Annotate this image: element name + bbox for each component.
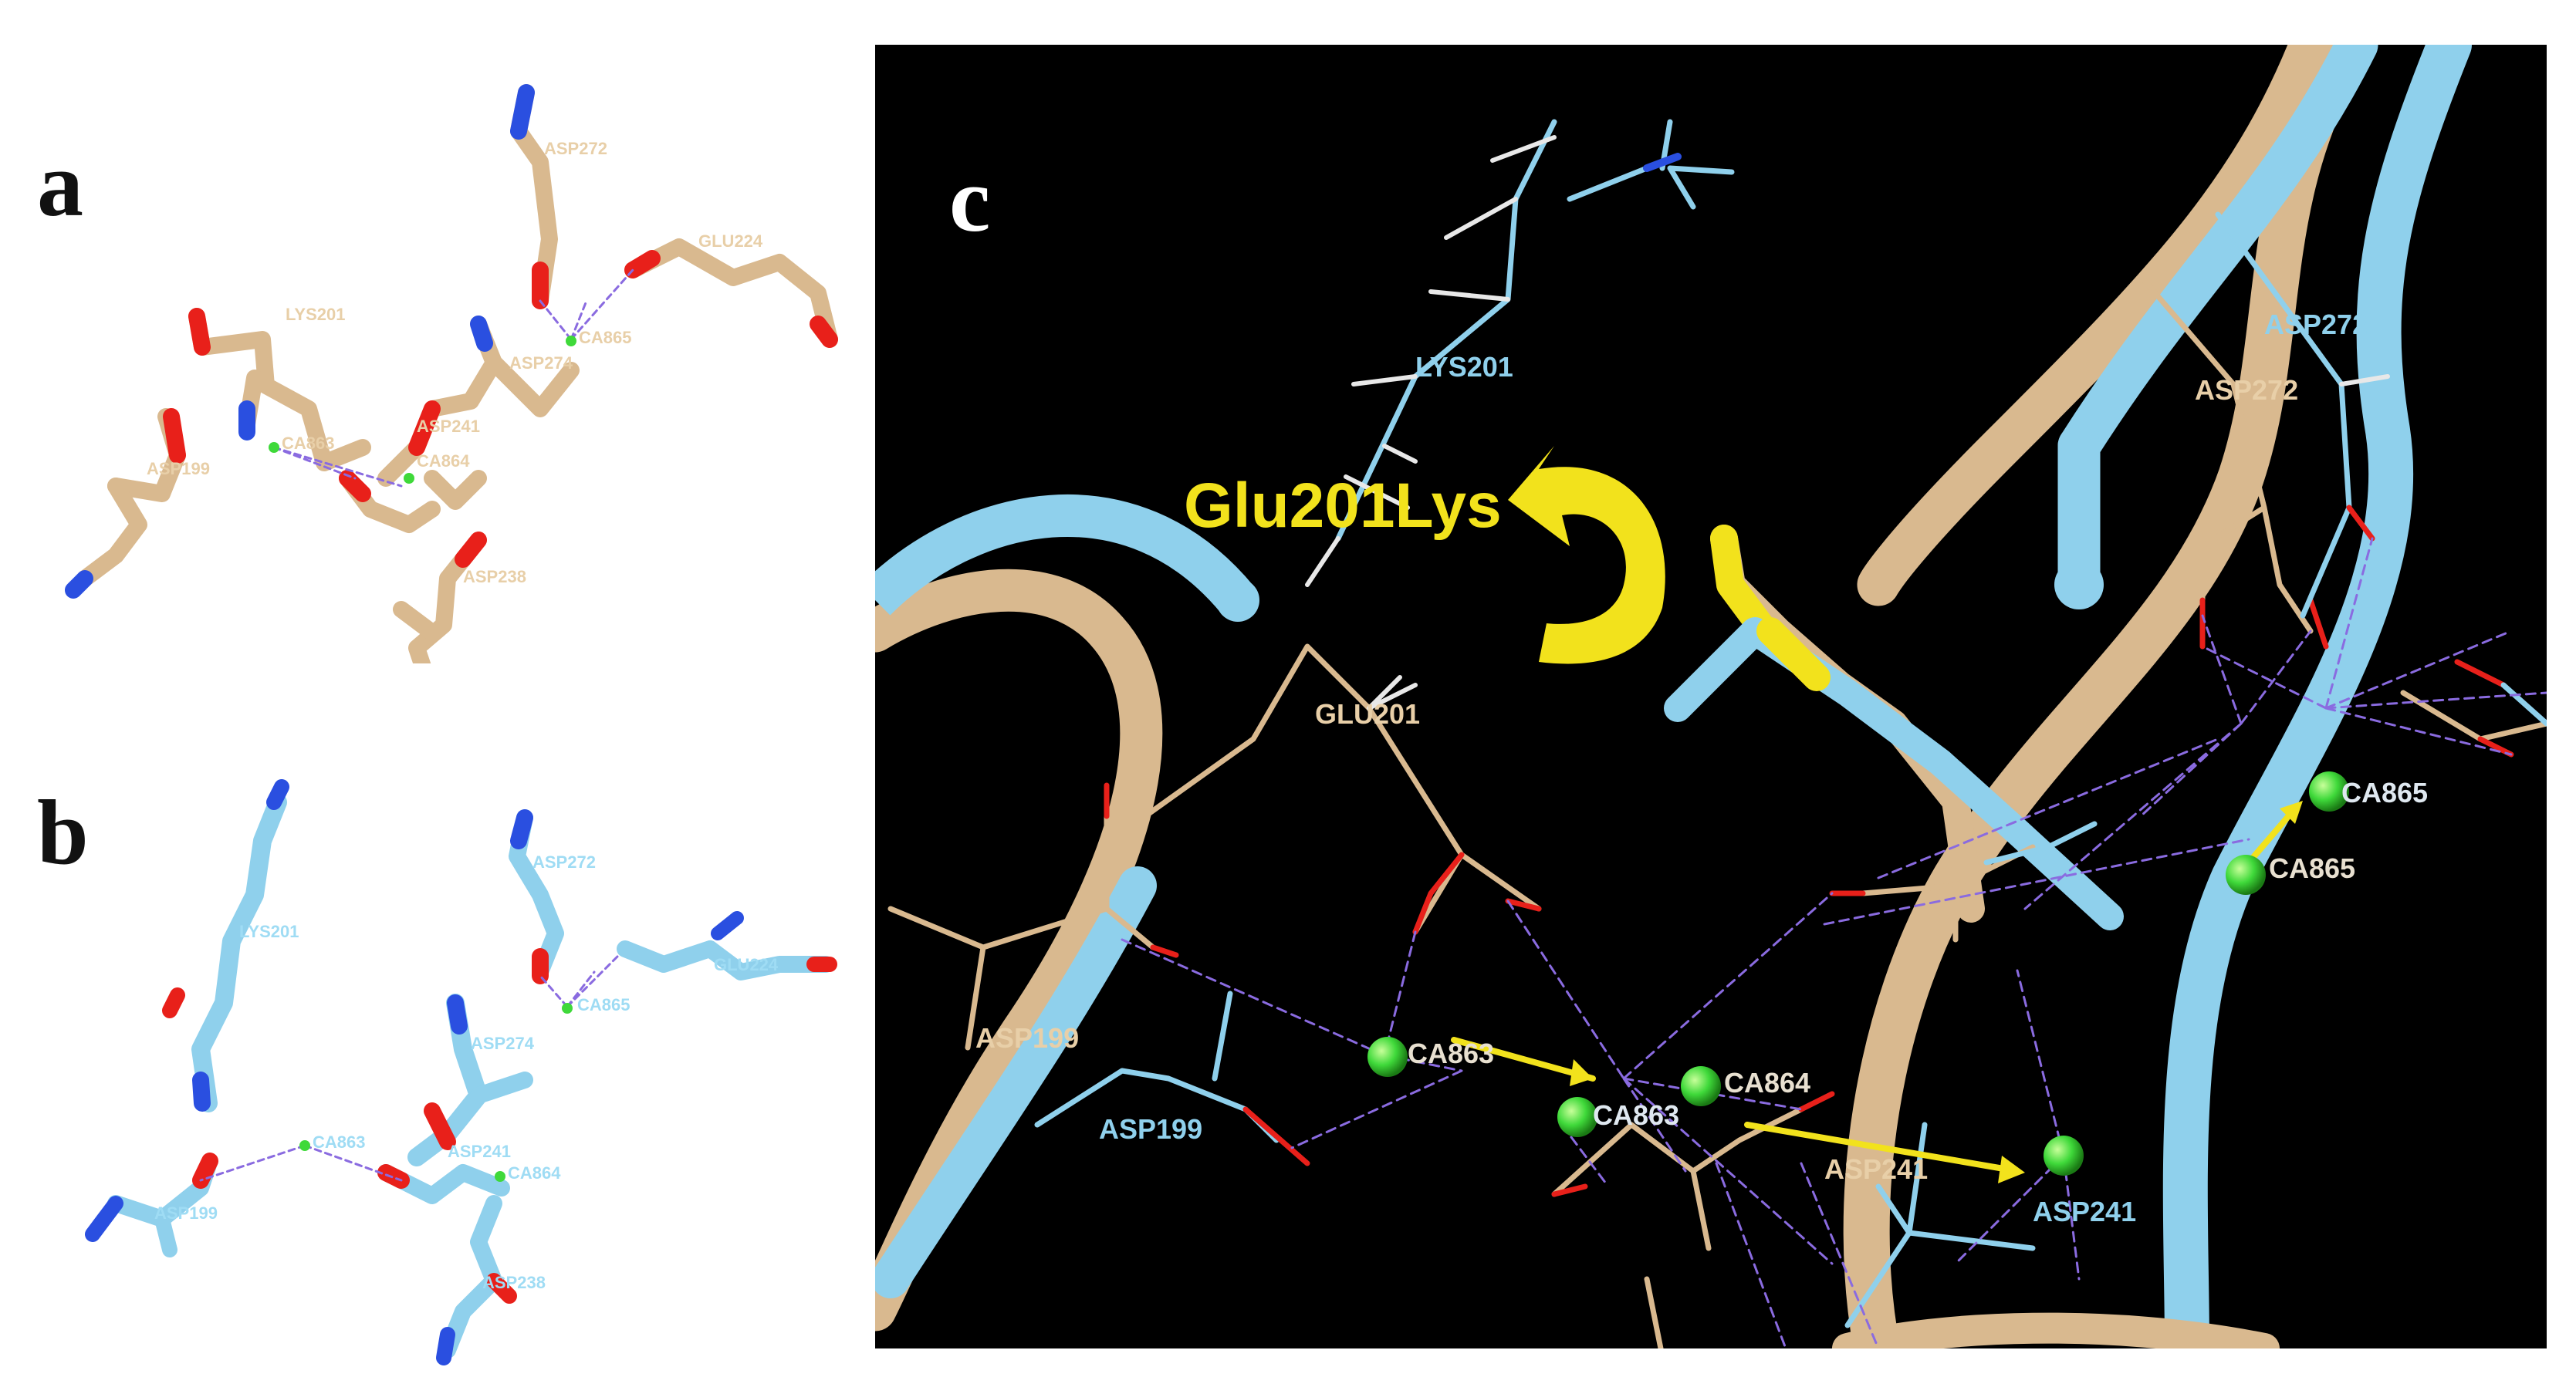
label-asp238-b: ASP238 (482, 1273, 546, 1292)
label-glu224-b: GLU224 (714, 955, 779, 974)
label-asp274-a: ASP274 (509, 353, 573, 373)
ca865-tan-sphere (2226, 855, 2266, 895)
label-ca864-b: CA864 (508, 1163, 561, 1183)
panel-b-structure: ASP272 LYS201 GLU224 CA865 ASP274 ASP241… (85, 779, 837, 1365)
panel-c-letter: c (949, 148, 991, 251)
ca864-tan-sphere (1681, 1066, 1721, 1106)
label-asp272-a: ASP272 (544, 139, 607, 158)
label-ca863-b: CA863 (313, 1132, 365, 1152)
label-asp241-tan-c: ASP241 (1824, 1153, 1928, 1185)
panel-c-svg: Glu201Lys LYS201 ASP272 ASP199 CA863 CA8… (875, 45, 2547, 1348)
ca864-cyan-sphere (2044, 1136, 2084, 1176)
label-lys201-a: LYS201 (286, 305, 345, 324)
label-lys201-b: LYS201 (239, 922, 299, 941)
label-asp272-tan-c: ASP272 (2195, 374, 2298, 406)
label-asp241-b: ASP241 (448, 1142, 511, 1161)
label-ca865-a: CA865 (579, 328, 631, 347)
ca865-cyan-sphere (2309, 771, 2349, 812)
label-lys201-c: LYS201 (1415, 351, 1513, 383)
label-ca863-cyan-c: CA863 (1593, 1099, 1679, 1131)
ca863-tan-sphere (1367, 1037, 1408, 1077)
label-asp272-b: ASP272 (532, 852, 596, 872)
label-asp241-a: ASP241 (417, 417, 480, 436)
mutation-label: Glu201Lys (1184, 471, 1502, 541)
label-ca864-a: CA864 (417, 451, 470, 471)
panel-b-letter: b (37, 781, 89, 883)
label-asp199-tan-c: ASP199 (975, 1022, 1079, 1054)
label-asp199-a: ASP199 (147, 459, 210, 478)
label-asp274-b: ASP274 (471, 1034, 535, 1053)
label-asp199-cyan-c: ASP199 (1099, 1113, 1202, 1145)
label-ca865-cyan-c: CA865 (2341, 777, 2428, 808)
label-glu224-a: GLU224 (698, 231, 763, 251)
label-asp199-b: ASP199 (154, 1203, 218, 1223)
mutation-arrow (1508, 446, 1665, 664)
panel-a-letter: a (37, 133, 83, 235)
panel-a-structure: ASP272 GLU224 CA865 LYS201 ASP274 ASP241… (65, 84, 838, 663)
panel-c-structure: Glu201Lys LYS201 ASP272 ASP199 CA863 CA8… (875, 45, 2547, 1348)
ca863-cyan-sphere (1557, 1097, 1597, 1137)
label-glu201-c: GLU201 (1315, 698, 1420, 730)
label-asp241-cyan-c: ASP241 (2033, 1196, 2136, 1227)
label-asp272-cyan-c: ASP272 (2264, 309, 2368, 340)
label-ca865-tan-c: CA865 (2269, 852, 2355, 884)
label-ca863-a: CA863 (282, 434, 334, 453)
label-asp238-a: ASP238 (463, 567, 526, 586)
label-ca864-tan-c: CA864 (1724, 1067, 1810, 1099)
label-ca865-b: CA865 (577, 995, 630, 1014)
label-ca863-tan-c: CA863 (1408, 1038, 1494, 1069)
